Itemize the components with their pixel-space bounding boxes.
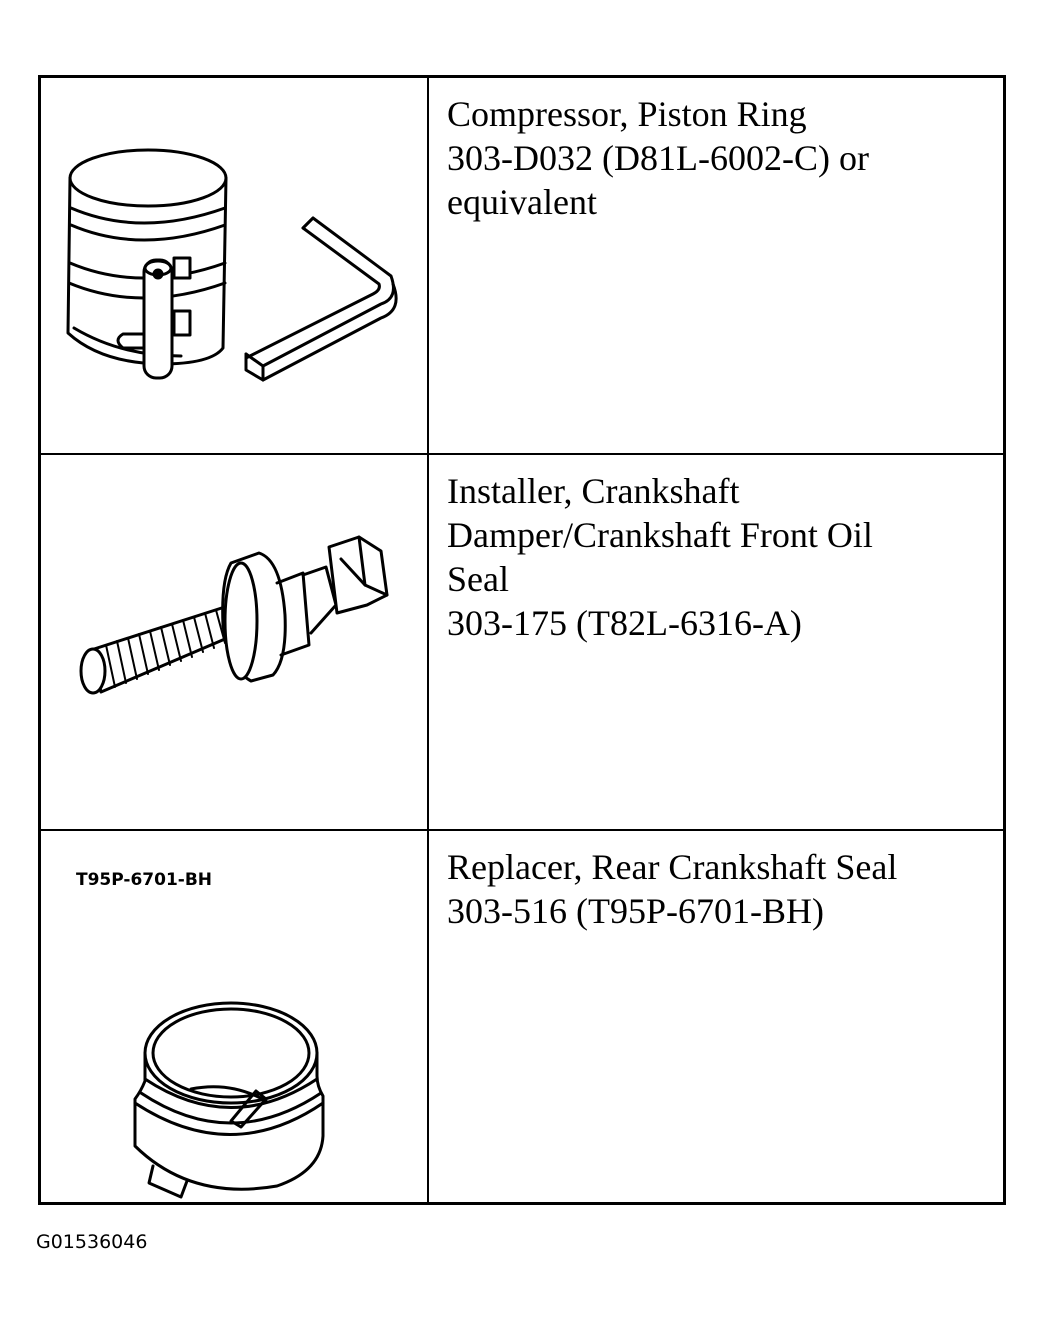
tool-description-line: 303-175 (T82L-6316-A) (447, 603, 802, 643)
piston-ring-compressor-icon (41, 78, 427, 453)
tool-description: Compressor, Piston Ring 303-D032 (D81L-6… (447, 92, 992, 224)
tool-description-line: Compressor, Piston Ring (447, 94, 807, 134)
column-divider (427, 455, 429, 829)
figure-id: G01536046 (36, 1231, 148, 1253)
tool-description: Replacer, Rear Crankshaft Seal 303-516 (… (447, 845, 992, 933)
tool-row: Installer, Crankshaft Damper/Crankshaft … (41, 455, 1003, 831)
crankshaft-seal-installer-icon (41, 455, 427, 829)
tool-callout-label: T95P-6701-BH (76, 870, 213, 890)
tool-description-line: Seal (447, 559, 509, 599)
tool-description-line: Installer, Crankshaft (447, 471, 740, 511)
tool-description-line: Damper/Crankshaft Front Oil (447, 515, 873, 555)
special-tools-table: Compressor, Piston Ring 303-D032 (D81L-6… (38, 75, 1006, 1205)
tool-description: Installer, Crankshaft Damper/Crankshaft … (447, 469, 992, 645)
tool-description-line: Replacer, Rear Crankshaft Seal (447, 847, 898, 887)
tool-row: T95P-6701-BH Replacer, Rear Crankshaft S… (41, 831, 1003, 1205)
column-divider (427, 78, 429, 453)
tool-description-line: 303-D032 (D81L-6002-C) or (447, 138, 869, 178)
column-divider (427, 831, 429, 1205)
tool-description-line: 303-516 (T95P-6701-BH) (447, 891, 824, 931)
rear-seal-replacer-icon: T95P-6701-BH (41, 831, 427, 1205)
tool-row: Compressor, Piston Ring 303-D032 (D81L-6… (41, 78, 1003, 455)
tool-description-line: equivalent (447, 182, 597, 222)
